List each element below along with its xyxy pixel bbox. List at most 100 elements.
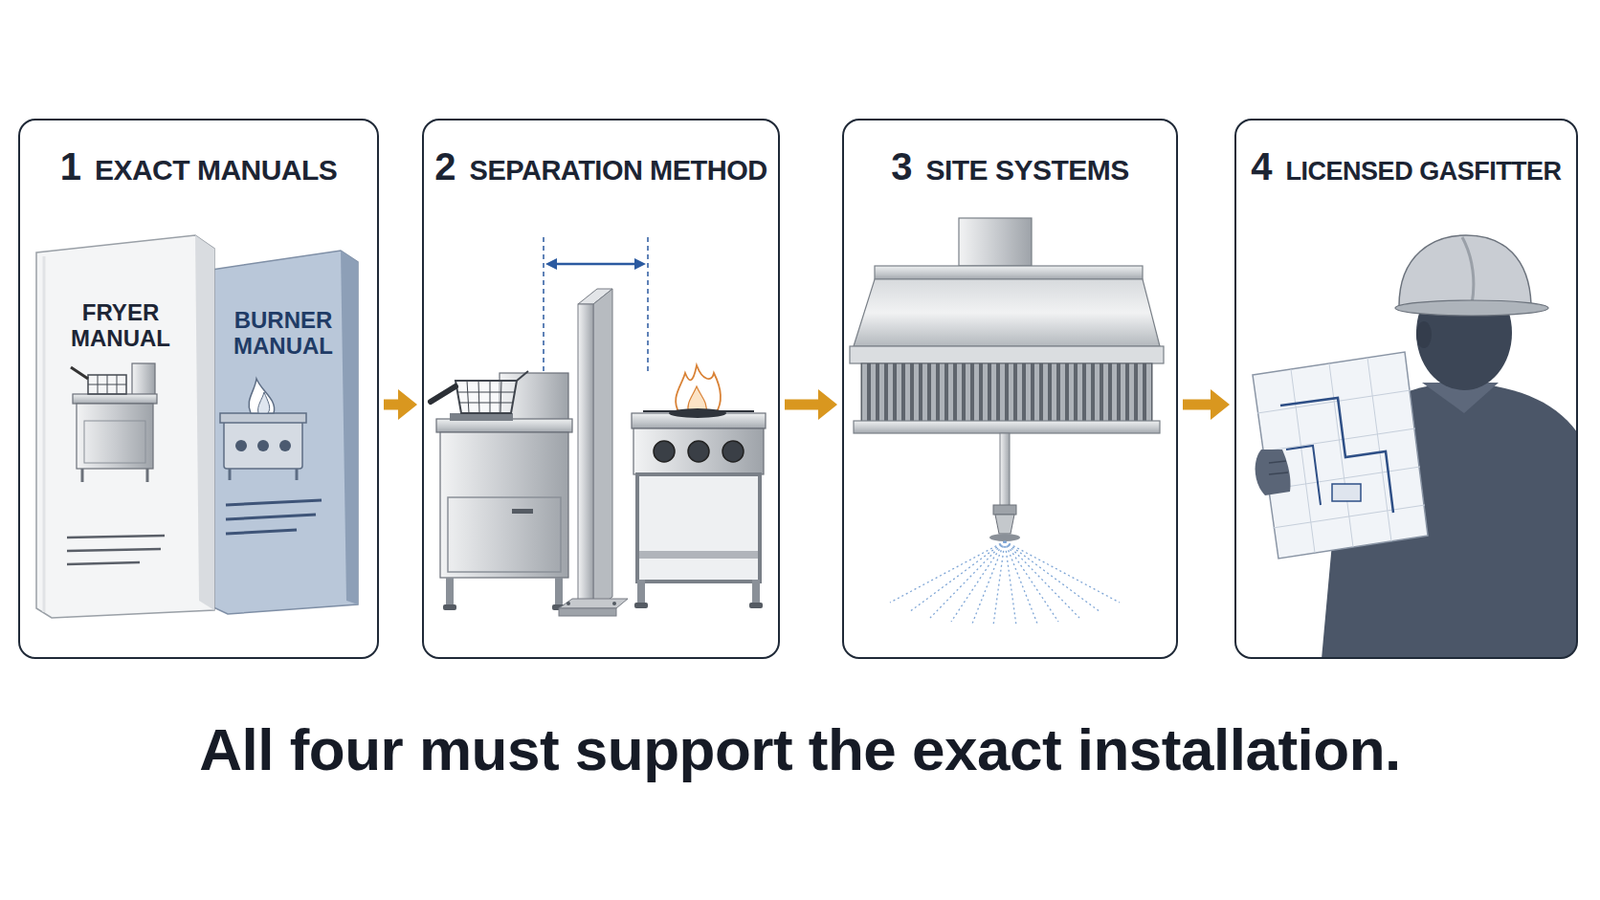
- gas-burner-range-part: [749, 602, 763, 609]
- fryer-mini: [66, 363, 165, 565]
- burner-mini-part: [279, 440, 291, 452]
- burner-mini-part: [258, 392, 270, 414]
- fryer-mini-part: [81, 468, 85, 483]
- fryer-mini-part: [76, 403, 154, 469]
- step-panel: 1 EXACT MANUALS: [18, 118, 379, 660]
- gasfitter-figure-part: [1395, 300, 1549, 316]
- step-panel: 2SEPARATION METHOD: [422, 118, 780, 660]
- divider-panel-part: [593, 288, 613, 611]
- hood-and-sprinkler-part: [853, 279, 1160, 347]
- burner-mini-part: [257, 440, 269, 452]
- manual-books-part: [211, 250, 358, 615]
- hood-and-sprinkler-part-part: [930, 541, 1005, 619]
- gas-burner-range-part: [688, 441, 710, 463]
- fryer-mini-part: [72, 394, 157, 404]
- burner-mini-part: [248, 378, 275, 414]
- manual-books-part: [43, 256, 46, 613]
- hood-and-sprinkler-part-part: [1004, 541, 1120, 603]
- manual-books-part: [340, 250, 358, 605]
- step-title: EXACT MANUALS: [94, 154, 338, 187]
- gasfitter-figure: [1252, 235, 1578, 659]
- dimension-marker-part: [542, 237, 545, 376]
- gasfitter-figure-part: [1255, 449, 1291, 496]
- fryer-part: [443, 604, 457, 611]
- fryer-part: [455, 380, 517, 414]
- panel-heading: 2SEPARATION METHOD: [434, 145, 767, 189]
- hood-and-sprinkler-part: [989, 533, 1021, 542]
- fryer-mini-part: [88, 375, 127, 395]
- gasfitter-figure-part: [1252, 352, 1428, 559]
- step-number: 1: [60, 145, 82, 189]
- burner-mini-part: [220, 413, 307, 423]
- caption: All four must support the exact installa…: [199, 715, 1401, 784]
- hood-and-sprinkler-part-part: [972, 541, 1005, 624]
- burner-mini-part: [235, 440, 247, 452]
- hood-and-sprinkler: [849, 218, 1164, 626]
- fryer-part: [511, 509, 534, 514]
- book-title: BURNER MANUAL: [218, 308, 349, 360]
- gas-burner-range-part: [675, 365, 721, 414]
- panel-heading: 4LICENSED GASFITTER: [1250, 145, 1561, 189]
- fryer-part: [457, 392, 515, 394]
- panel-heading: 1 EXACT MANUALS: [60, 145, 338, 189]
- hood-and-sprinkler-part-part: [1004, 541, 1080, 619]
- burner-mini-part: [225, 530, 297, 534]
- dimension-marker-part: [634, 258, 646, 270]
- hood-and-sprinkler-part-part: [1004, 541, 1017, 626]
- gasfitter-figure-part: [1268, 461, 1287, 464]
- fryer-mini-part: [88, 384, 127, 386]
- gas-burner-range-part: [722, 441, 744, 463]
- divider-panel-part: [566, 601, 571, 606]
- step-number: 4: [1250, 145, 1272, 189]
- burner-mini: [220, 378, 322, 534]
- gasfitter-figure-part-part: [1367, 357, 1392, 542]
- panel-heading: 3SITE SYSTEMS: [890, 145, 1130, 189]
- book-title: FRYER MANUAL: [55, 300, 186, 353]
- hood-and-sprinkler-part-part: [1004, 541, 1101, 613]
- gas-burner-range-part: [639, 551, 758, 559]
- fryer: [430, 371, 573, 611]
- fryer-part: [500, 380, 502, 414]
- gasfitter-figure-part: [1462, 237, 1474, 305]
- gasfitter-figure-part: [1416, 321, 1432, 349]
- gas-burner-range-part: [668, 408, 727, 419]
- fryer-part: [555, 577, 563, 607]
- gas-burner-range: [631, 365, 766, 609]
- divider-panel: [558, 288, 628, 617]
- step-panel: 4LICENSED GASFITTER: [1234, 118, 1578, 660]
- gas-burner-range-part: [634, 602, 648, 609]
- flow-arrow: [383, 400, 399, 411]
- hood-and-sprinkler-part: [889, 541, 1120, 626]
- gasfitter-figure-part-part: [1329, 363, 1354, 548]
- fryer-part: [516, 371, 529, 381]
- burner-mini-part: [295, 468, 299, 481]
- hood-and-sprinkler-part: [853, 421, 1160, 434]
- fryer-part: [459, 402, 513, 404]
- fryer-mini-part: [70, 367, 89, 379]
- fryer-part: [447, 497, 561, 573]
- fryer-mini-part: [146, 468, 150, 483]
- gas-burner-range-part: [752, 579, 760, 605]
- fryer-mini-part: [132, 363, 156, 399]
- separation-illustration: [430, 237, 766, 617]
- hood-and-sprinkler-part: [958, 218, 1032, 267]
- manual-books-part: [36, 235, 215, 619]
- hood-and-sprinkler-part: [1000, 433, 1010, 507]
- fryer-part: [449, 413, 513, 422]
- gasfitter-figure-part: [1399, 235, 1532, 307]
- fryer-part: [478, 380, 480, 414]
- flow-arrow: [784, 400, 819, 411]
- fryer-part: [430, 386, 456, 402]
- fryer-part: [489, 380, 491, 414]
- divider-panel-part: [577, 304, 594, 611]
- gasfitter-figure-part: [1268, 472, 1289, 475]
- step-panel: 3SITE SYSTEMS: [842, 118, 1178, 660]
- fryer-part: [440, 432, 569, 578]
- fryer-part: [466, 380, 469, 414]
- dimension-marker-part: [555, 263, 637, 267]
- fryer-part: [436, 419, 573, 433]
- hood-and-sprinkler-part-part: [993, 541, 1005, 626]
